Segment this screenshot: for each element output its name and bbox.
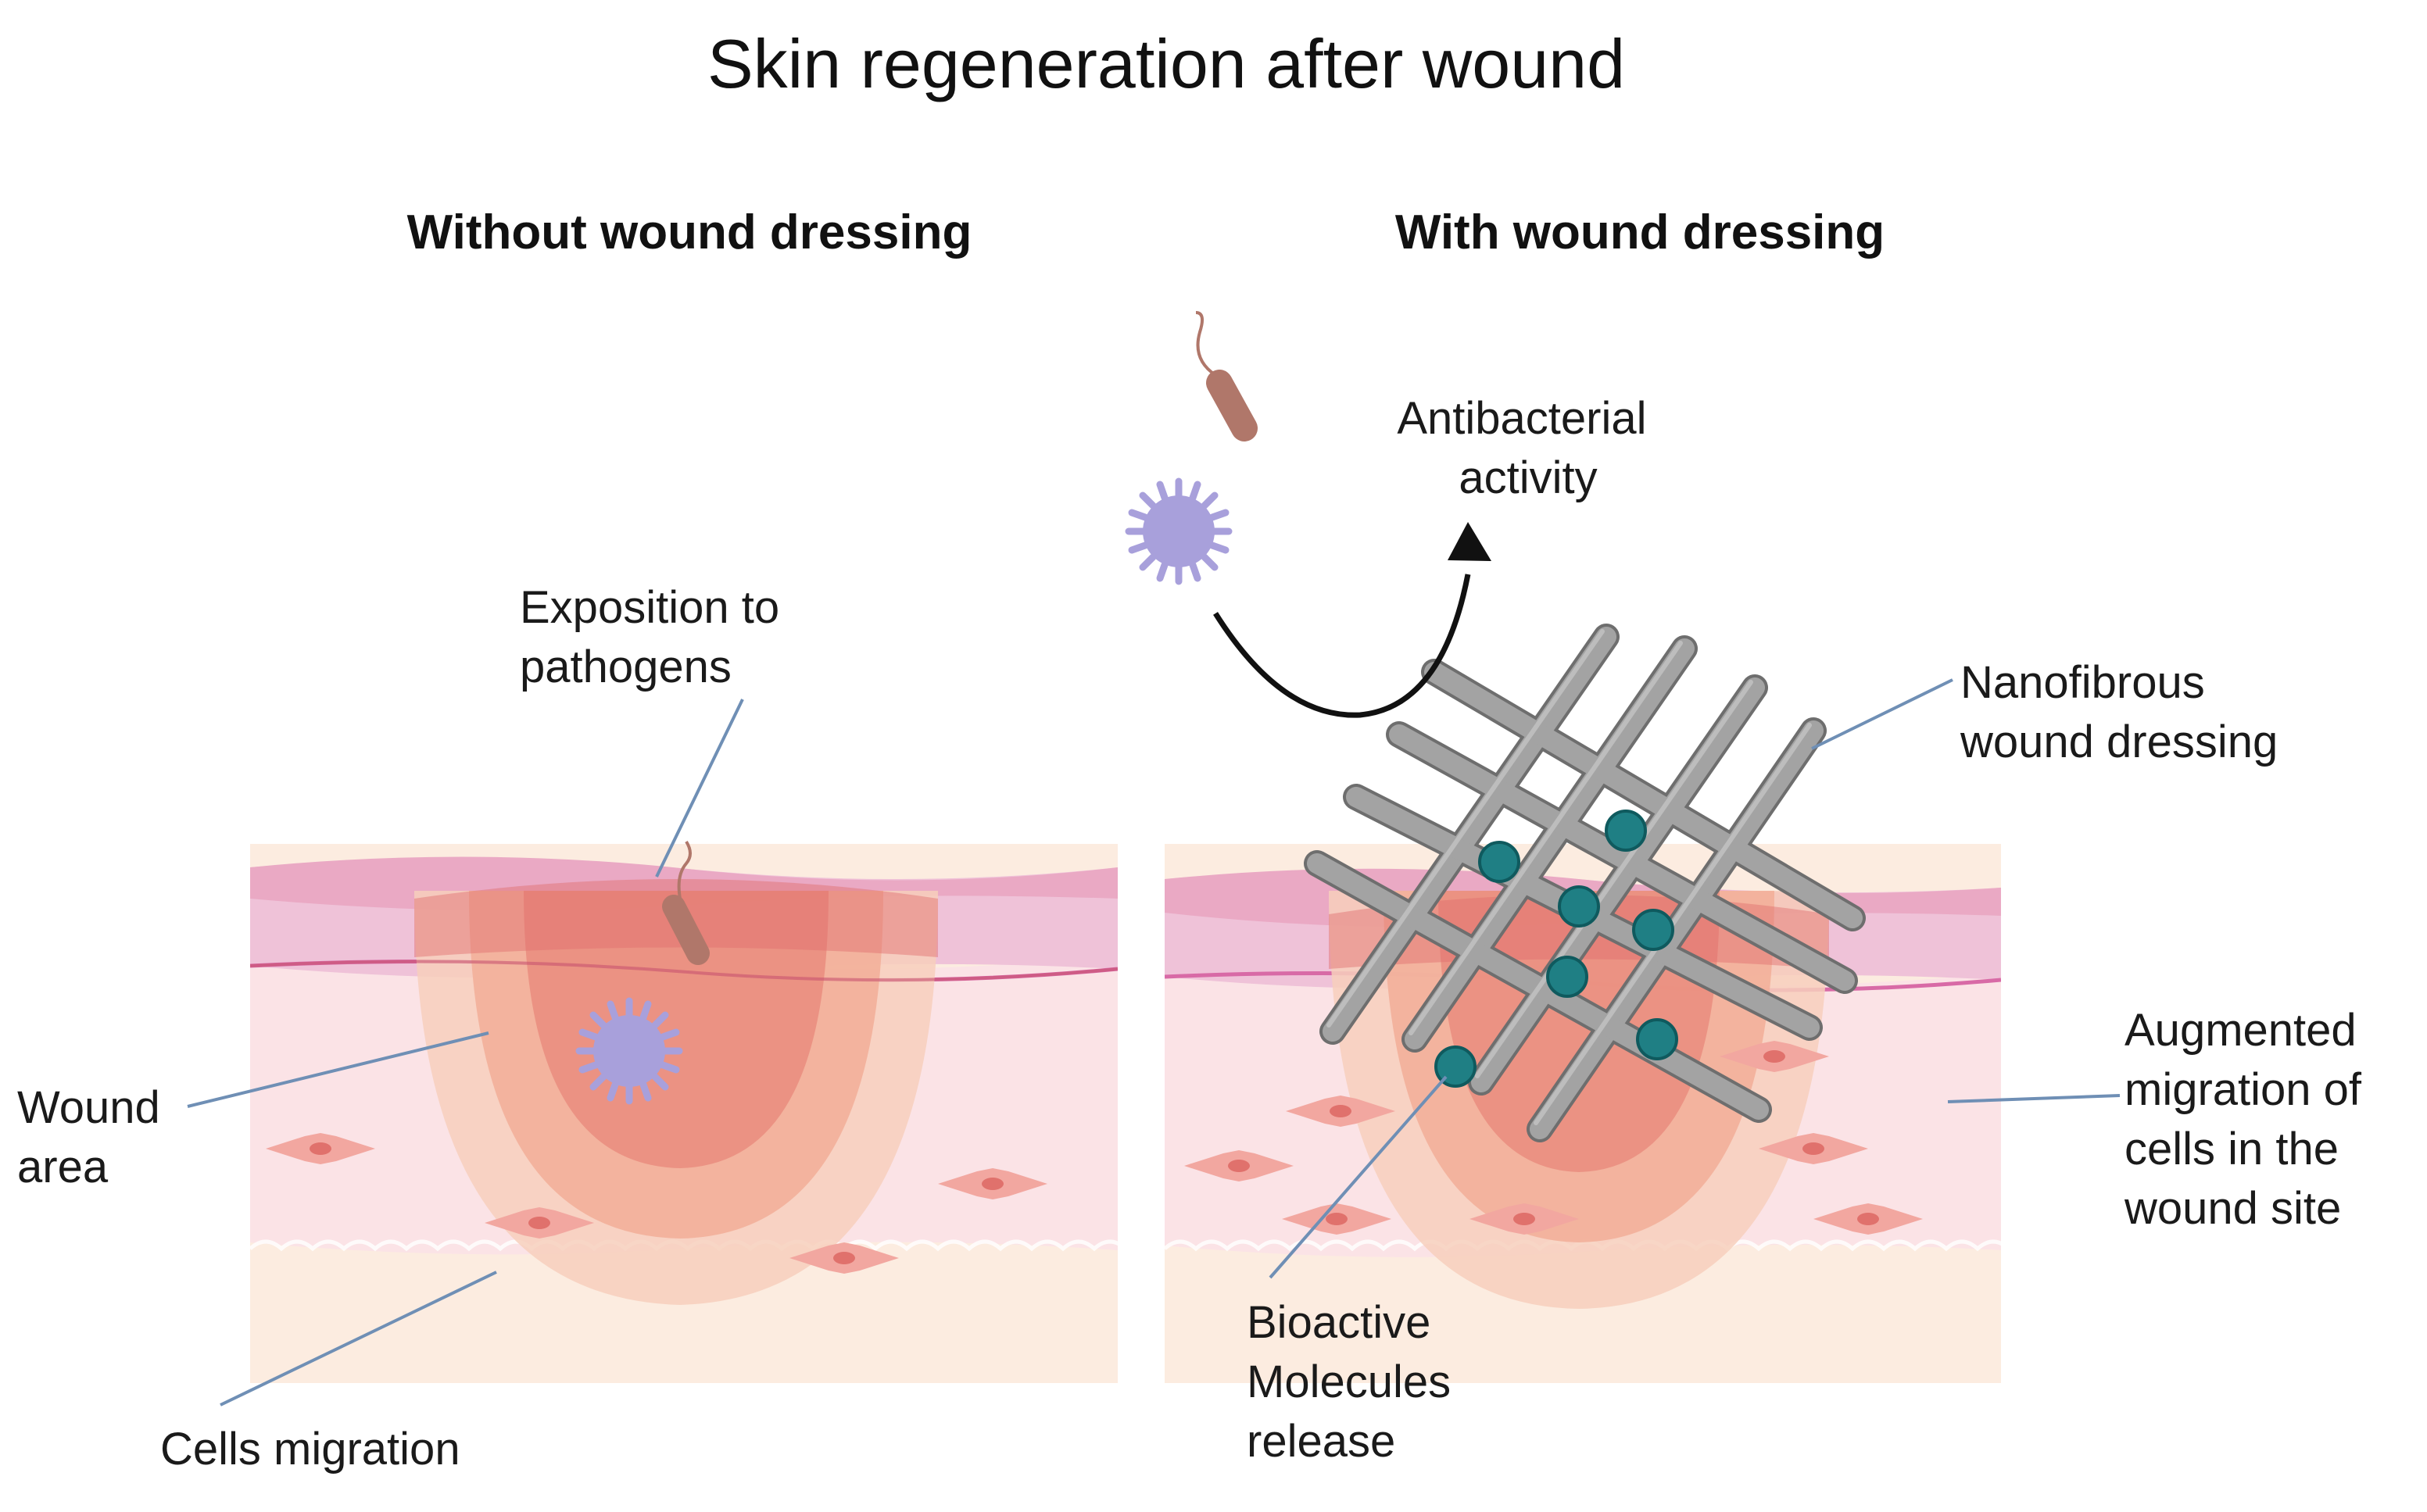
antibacterial-arrow-icon — [1213, 522, 1491, 718]
label-cells-migration: Cells migration — [160, 1424, 460, 1474]
virus-icon — [579, 1001, 679, 1101]
bioactive-molecules — [1434, 810, 1678, 1088]
right-panel-heading: With wound dressing — [1395, 206, 1885, 259]
leader-line — [187, 1031, 489, 1108]
diagram-title: Skin regeneration after wound — [707, 25, 1625, 102]
label-antibacterial-activity: Antibacterial activity — [1397, 393, 1659, 503]
nanofiber-mesh — [1304, 624, 1866, 1142]
label-augmented-migration: Augmented migration of cells in the woun… — [2124, 1005, 2374, 1234]
virus-icon — [1129, 481, 1229, 581]
leader-line — [655, 699, 744, 878]
left-panel-heading: Without wound dressing — [407, 206, 972, 259]
label-exposition-to-pathogens: Exposition to pathogens — [520, 582, 792, 692]
leader-line — [1947, 1094, 2121, 1103]
leader-line — [1811, 678, 1953, 750]
skin-section-left — [250, 844, 1118, 1383]
leader-line — [1269, 1075, 1448, 1279]
label-bioactive-molecules-release: Bioactive Molecules release — [1247, 1297, 1463, 1467]
label-wound-area: Wound area — [17, 1082, 173, 1192]
label-nanofibrous-wound-dressing: Nanofibrous wound dressing — [1960, 657, 2278, 767]
leader-line — [220, 1271, 497, 1407]
bacterium-icon — [662, 840, 710, 965]
bacterium-icon — [1195, 311, 1258, 441]
